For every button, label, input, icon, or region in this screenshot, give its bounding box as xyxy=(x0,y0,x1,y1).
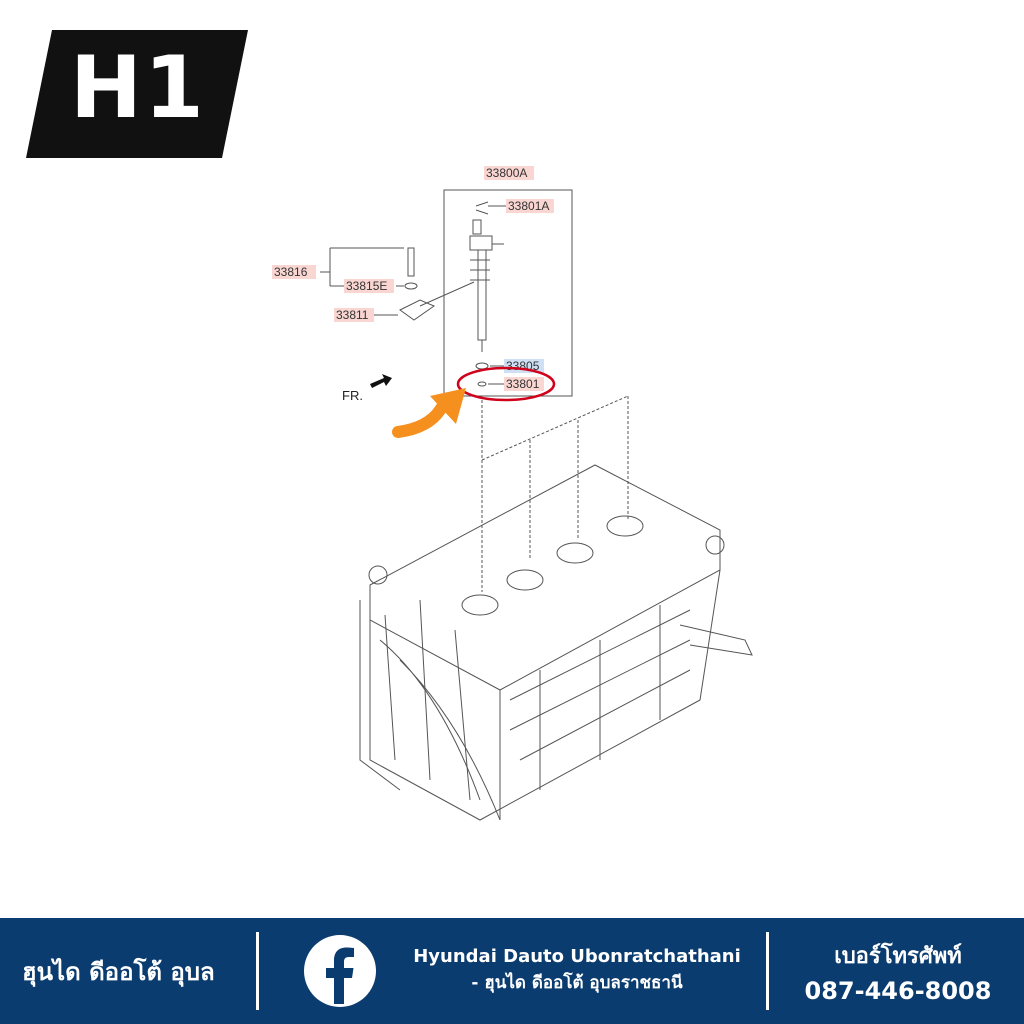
part-label-washer: 33815E xyxy=(346,279,387,293)
footer-divider xyxy=(766,932,769,1010)
phone-contact[interactable]: เบอร์โทรศัพท์ 087-446-8008 xyxy=(788,918,1008,1024)
seal-drawing xyxy=(477,381,487,387)
phone-label: เบอร์โทรศัพท์ xyxy=(834,943,962,969)
parts-diagram: 33800A 33801A 33816 33815E 33811 33805 3… xyxy=(272,166,753,821)
facebook-page-name[interactable]: Hyundai Dauto Ubonratchathani - ฮุนได ดี… xyxy=(392,918,762,1024)
facebook-name-line1: Hyundai Dauto Ubonratchathani xyxy=(413,946,741,967)
part-label-bolt-group: 33816 xyxy=(274,265,308,279)
shop-name: ฮุนได ดีออโต้ อุบล xyxy=(22,957,215,986)
pointer-arrow-icon xyxy=(392,388,466,438)
bolt-drawing xyxy=(407,247,415,277)
highlight-ring xyxy=(456,366,556,402)
part-label-seal: 33801 xyxy=(506,377,540,391)
model-badge-label: H1 xyxy=(70,38,206,138)
engine-drawing xyxy=(359,464,753,821)
footer-bar: ฮุนได ดีออโต้ อุบล Hyundai Dauto Ubonrat… xyxy=(0,918,1024,1024)
model-badge xyxy=(26,30,248,158)
footer-divider xyxy=(256,932,259,1010)
phone-number: 087-446-8008 xyxy=(804,976,992,1005)
facebook-icon xyxy=(304,935,376,1007)
clamp-drawing xyxy=(399,299,436,321)
part-label-assembly: 33800A xyxy=(486,166,527,180)
injector-drawing xyxy=(469,219,504,352)
o-ring-drawing xyxy=(475,362,489,370)
front-arrow-icon xyxy=(370,374,392,388)
part-label-clamp: 33811 xyxy=(336,308,369,322)
facebook-link[interactable] xyxy=(300,918,380,1024)
washer-drawing xyxy=(404,282,418,290)
assembly-box xyxy=(443,189,573,397)
facebook-name-line2: - ฮุนได ดีออโต้ อุบลราชธานี xyxy=(471,973,683,993)
front-marker: FR. xyxy=(342,388,363,403)
clip-drawing xyxy=(475,201,489,215)
part-label-clip: 33801A xyxy=(508,199,549,213)
